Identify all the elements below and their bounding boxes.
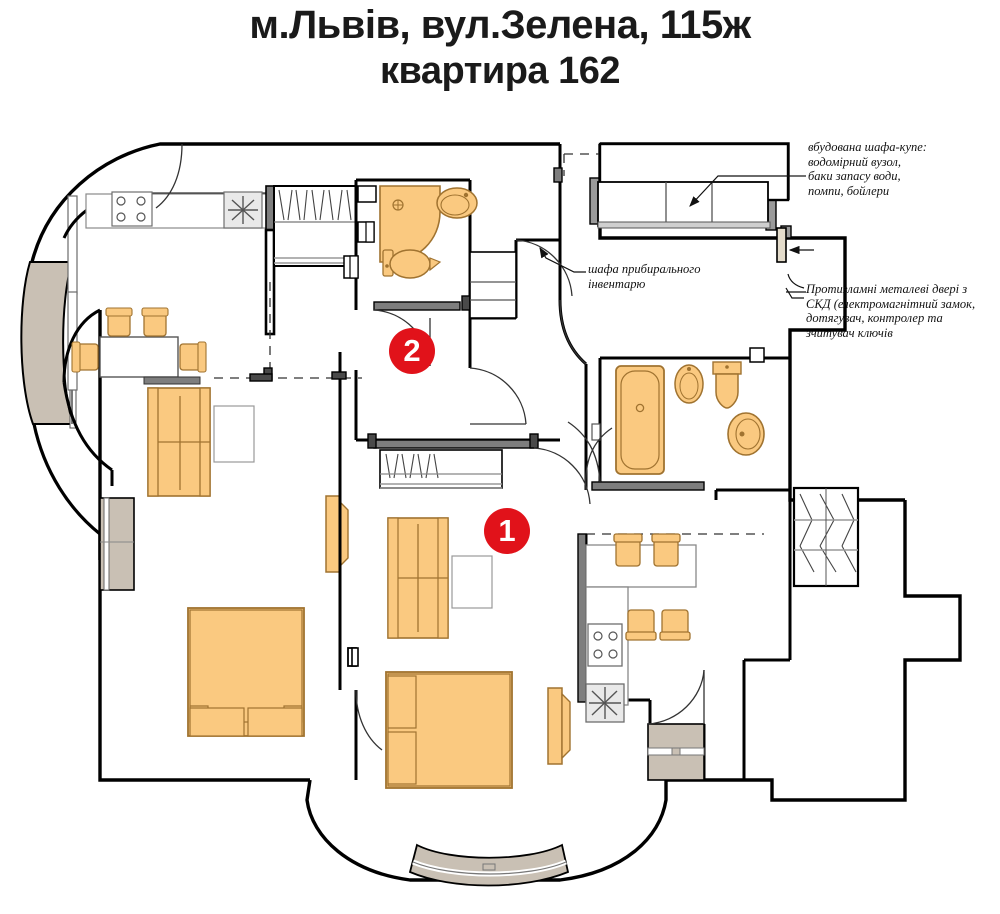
- wardrobe-hanging-right: [792, 486, 860, 588]
- kitchen-second: [585, 533, 697, 723]
- wardrobe-hanging-top: [273, 185, 357, 267]
- built-in-wardrobe: [597, 142, 790, 229]
- bathroom-main: [591, 347, 765, 475]
- room-marker-1: 1: [484, 508, 530, 554]
- entrance-door-leaf: [776, 227, 787, 263]
- window-sill-dining: [143, 376, 201, 385]
- window-bay-bottom: [408, 843, 570, 887]
- door-swings: [155, 143, 705, 751]
- room-marker-2: 2: [389, 328, 435, 374]
- door-jamb-bedroom-left: [347, 647, 359, 667]
- annotation-cleaning-closet: шафа прибирального інвентарю: [588, 262, 701, 291]
- wall-post-kitchen: [264, 185, 276, 336]
- annotation-entrance-door: Протизламні металеві двері з СКД (електр…: [806, 282, 976, 340]
- bathroom-small: [343, 185, 478, 279]
- page-title: м.Львів, вул.Зелена, 115ж: [249, 3, 751, 47]
- annotation-leaders: [539, 175, 814, 299]
- double-bed-left: [187, 607, 305, 737]
- dining-table: [71, 307, 207, 378]
- page-subtitle: квартира 162: [380, 50, 621, 92]
- annotation-built-in-wardrobe: вбудована шафа-купе: водомірний вузол, б…: [808, 140, 927, 198]
- kitchen-counter-top: [85, 191, 269, 229]
- plan-title-block: м.Львів, вул.Зелена, 115ж квартира 162: [0, 2, 1000, 94]
- bedroom-right: [379, 449, 571, 789]
- armchair-left: [325, 495, 349, 573]
- cleaning-closet: [469, 251, 517, 319]
- sofa-left: [147, 387, 255, 497]
- window-entrance-lower: [647, 723, 705, 781]
- window-left-wall: [99, 497, 135, 591]
